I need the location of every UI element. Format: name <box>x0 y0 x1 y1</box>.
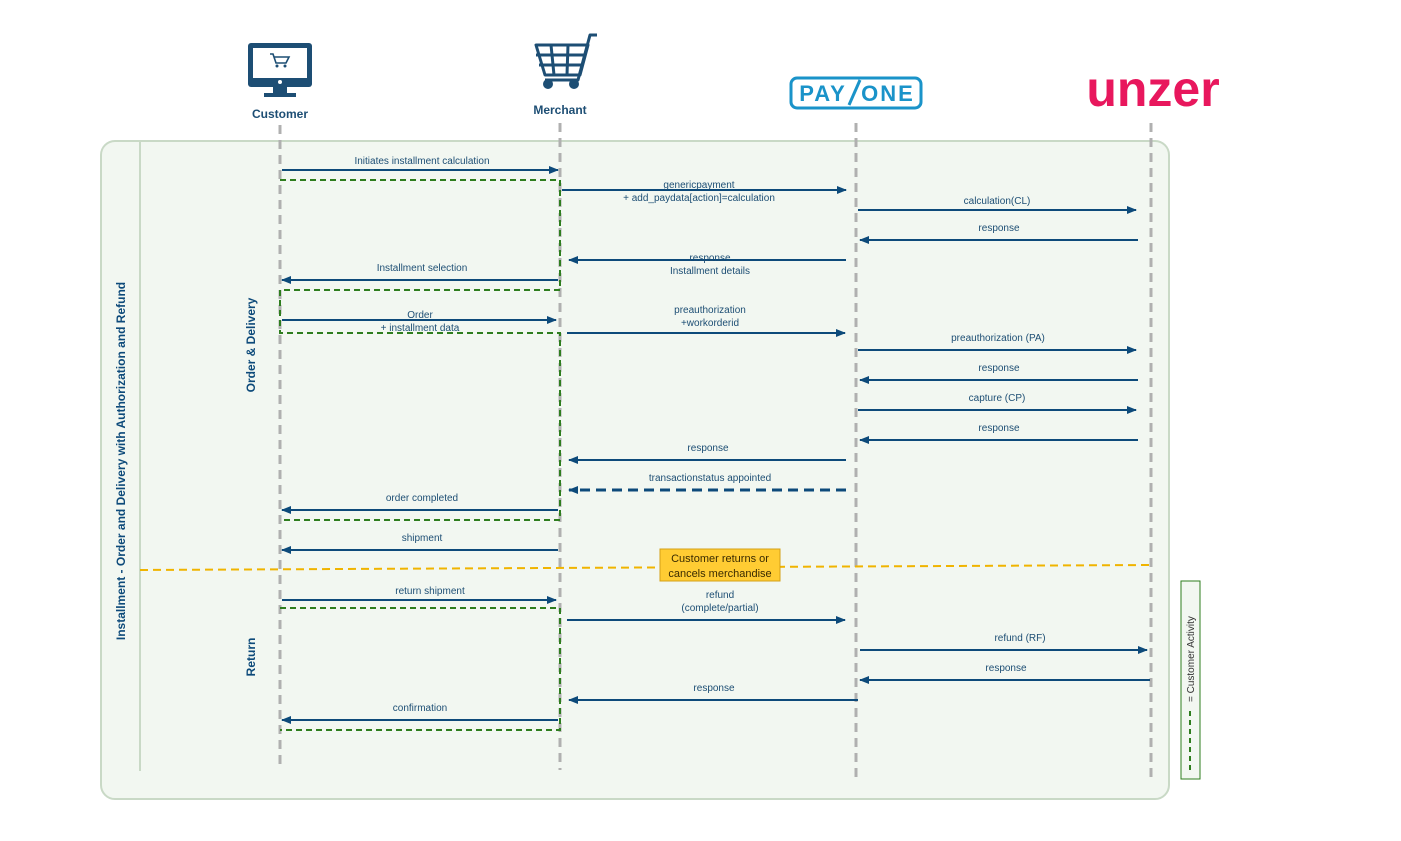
message-label: response <box>689 253 731 264</box>
message-label: response <box>978 223 1020 234</box>
message-label: confirmation <box>393 703 447 714</box>
shopping-cart-icon <box>534 33 597 89</box>
messages: Initiates installment calculation generi… <box>281 156 1150 724</box>
activity-box <box>279 179 561 521</box>
message-label: preauthorization (PA) <box>951 333 1045 344</box>
note-line-1: Customer returns or <box>671 553 769 565</box>
return-note: Customer returns or cancels merchandise <box>659 548 781 582</box>
message-label: response <box>693 683 735 694</box>
actor-label-customer: Customer <box>252 107 308 121</box>
message-label: preauthorization <box>674 305 746 316</box>
message-label: shipment <box>402 533 443 544</box>
payone-logo-one: ONE <box>861 81 915 106</box>
message-label: response <box>985 663 1027 674</box>
actor-label-merchant: Merchant <box>533 103 586 117</box>
payone-logo: PAY ONE <box>789 76 923 110</box>
legend-label: = Customer Activity <box>1186 616 1197 702</box>
lane-label-return: Return <box>244 638 258 677</box>
message-label: refund <box>706 590 734 601</box>
frame-title: Installment - Order and Delivery with Au… <box>114 282 128 640</box>
message-label: Initiates installment calculation <box>354 156 489 167</box>
customer-icon <box>248 43 312 97</box>
message-label: Installment details <box>670 266 750 277</box>
message-label: return shipment <box>395 586 465 597</box>
note-line-2: cancels merchandise <box>668 568 771 580</box>
message-label: (complete/partial) <box>681 603 758 614</box>
message-label: response <box>978 363 1020 374</box>
message-label: Order <box>407 310 433 321</box>
unzer-logo: unzer <box>1086 61 1219 117</box>
message-label: refund (RF) <box>994 633 1045 644</box>
message-label: transactionstatus appointed <box>649 473 771 484</box>
message-label: order completed <box>386 493 458 504</box>
message-label: + installment data <box>381 323 460 334</box>
message-label: response <box>978 423 1020 434</box>
message-label: response <box>687 443 729 454</box>
customer-activity-boxes <box>279 179 561 731</box>
lane-label-order-delivery: Order & Delivery <box>244 297 258 392</box>
legend-customer-activity: = Customer Activity <box>1180 580 1201 780</box>
message-label: +workorderid <box>681 318 739 329</box>
diagram-frame <box>100 140 1170 800</box>
message-label: calculation(CL) <box>964 196 1031 207</box>
message-label: Installment selection <box>377 263 468 274</box>
activity-box <box>280 607 561 731</box>
message-label: genericpayment <box>663 180 734 191</box>
message-label: + add_paydata[action]=calculation <box>623 193 775 204</box>
payone-logo-pay: PAY <box>799 81 847 106</box>
message-label: capture (CP) <box>969 393 1026 404</box>
